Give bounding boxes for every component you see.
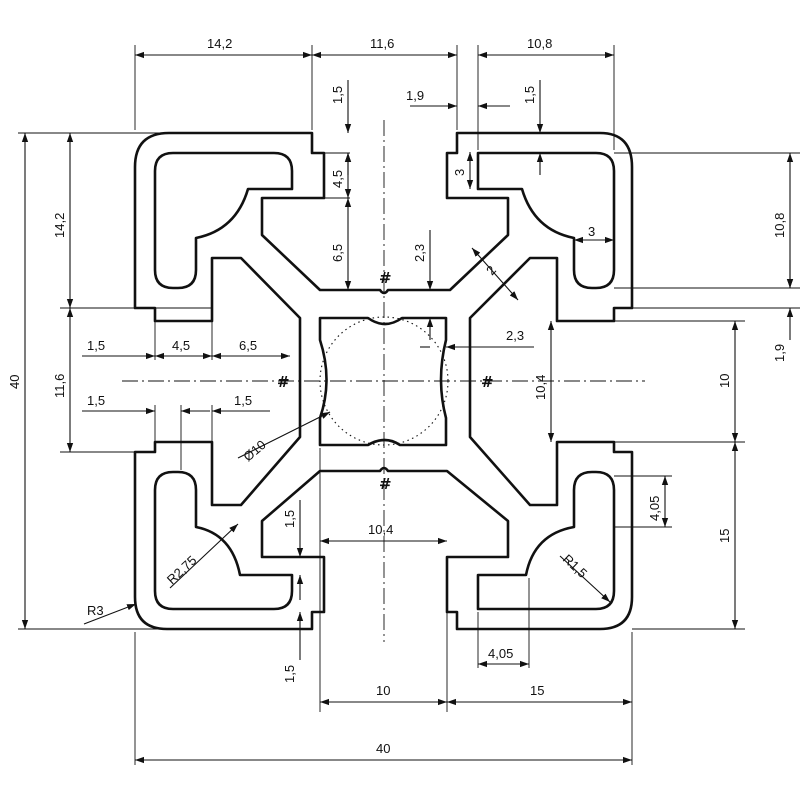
dim-1-9-right: 1,9 <box>772 344 787 362</box>
hash-mark-left: # <box>277 373 290 391</box>
dim-1-5-bottom-vertical: 1,5 <box>282 665 297 683</box>
dim-1-5-left-c: 1,5 <box>234 393 252 408</box>
dim-6-5-vertical: 6,5 <box>330 244 345 262</box>
dim-15-right: 15 <box>717 529 732 543</box>
dim-10-4-vertical: 10,4 <box>533 375 548 400</box>
pocket-top-right <box>476 151 616 290</box>
dim-top-11-6: 11,6 <box>370 36 394 51</box>
dim-2-3-vertical: 2,3 <box>412 244 427 262</box>
radius-2-75: R2,75 <box>164 553 200 588</box>
dim-10-4-horizontal: 10,4 <box>368 522 393 537</box>
dim-4-05-vertical: 4,05 <box>647 496 662 521</box>
dim-top-10-8: 10,8 <box>527 36 552 51</box>
dim-diameter-10: Ø10 <box>240 437 268 464</box>
center-lines <box>122 120 645 642</box>
dim-40-bottom: 40 <box>376 741 390 756</box>
dim-top-14-2: 14,2 <box>207 36 232 51</box>
dim-10-right: 10 <box>717 374 732 388</box>
dim-40-left: 40 <box>7 375 22 389</box>
dim-1-5-left-b: 1,5 <box>87 393 105 408</box>
dim-10-8-right: 10,8 <box>772 213 787 238</box>
dim-1-5-mid-vertical: 1,5 <box>282 510 297 528</box>
dim-6-5-left: 6,5 <box>239 338 257 353</box>
center-bore <box>318 316 448 447</box>
profile-outer-contour <box>133 131 634 631</box>
dimension-labels: 14,2 11,6 10,8 1,5 1,9 1,5 4,5 6,5 2,3 3… <box>7 36 787 756</box>
hash-mark-bottom: # <box>379 475 392 493</box>
dim-4-5-vertical: 4,5 <box>330 170 345 188</box>
hash-markers: # # # # <box>277 269 494 493</box>
dim-3-vertical: 3 <box>452 169 467 176</box>
dim-4-05-horizontal: 4,05 <box>488 646 513 661</box>
pocket-bottom-right <box>476 470 616 611</box>
dim-1-5-left-a: 1,5 <box>87 338 105 353</box>
dim-10-bottom: 10 <box>376 683 390 698</box>
hash-mark-right: # <box>481 373 494 391</box>
dimension-lines <box>21 51 794 764</box>
dim-4-5-left: 4,5 <box>172 338 190 353</box>
dim-1-9-top: 1,9 <box>406 88 424 103</box>
hash-mark-top: # <box>379 269 392 287</box>
pocket-top-left <box>153 151 294 290</box>
dim-1-5-top-left: 1,5 <box>330 86 345 104</box>
profile-outline <box>133 131 634 631</box>
dim-1-5-top-right: 1,5 <box>522 86 537 104</box>
radius-3: R3 <box>87 603 104 618</box>
dim-11-6-left: 11,6 <box>52 374 67 398</box>
dim-14-2-left: 14,2 <box>52 213 67 238</box>
extension-lines <box>18 45 800 765</box>
pocket-bottom-left <box>153 470 294 611</box>
dim-15-bottom: 15 <box>530 683 544 698</box>
dim-3-horizontal: 3 <box>588 224 595 239</box>
dim-2-3-horizontal: 2,3 <box>506 328 524 343</box>
radius-1-5: R1,5 <box>560 551 590 581</box>
